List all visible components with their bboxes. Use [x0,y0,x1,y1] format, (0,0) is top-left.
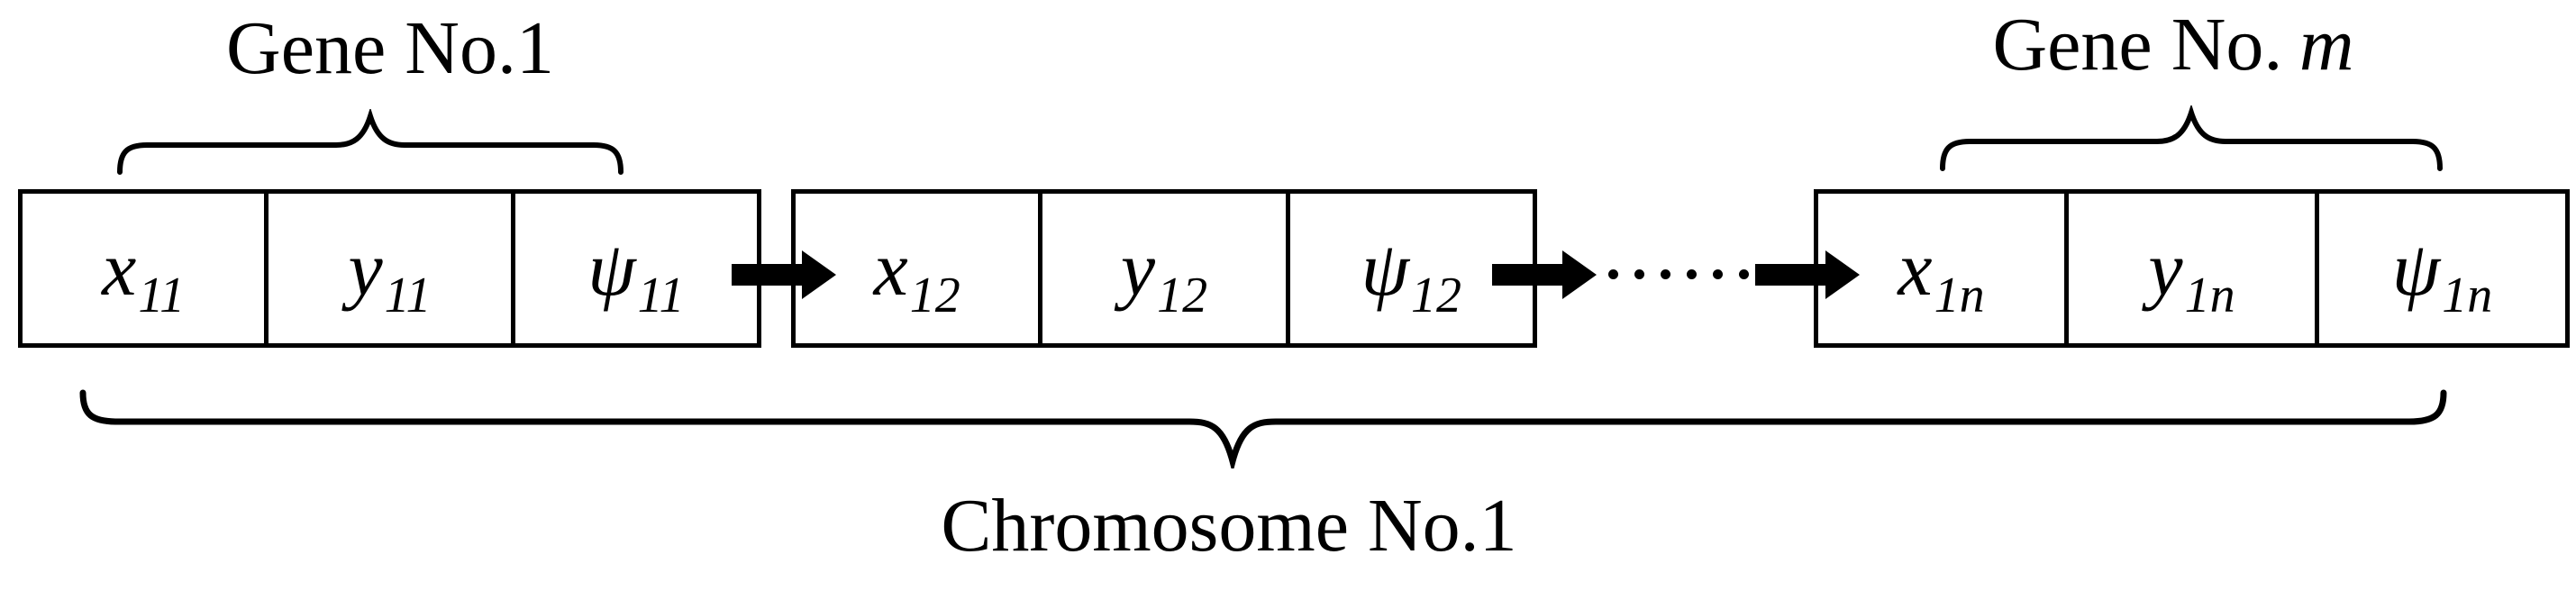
cell-subscript: 1n [2442,268,2493,323]
gene-m-label: Gene No.m [1903,3,2444,86]
cell-variable: x [102,225,137,312]
cell-subscript: 11 [637,268,685,323]
gene-m-label-var: m [2298,3,2354,86]
cell-subscript: 11 [384,268,432,323]
cell-subscript: 12 [1411,268,1462,323]
cell-variable: ψ [587,225,636,312]
flow-arrow-icon [732,249,838,305]
ellipsis-dots [1582,269,1749,279]
cell-variable: x [873,225,908,312]
flow-arrow-icon [1755,249,1861,305]
dot-icon [1608,269,1618,279]
gene-1-label: Gene No.1 [120,6,660,90]
cell-variable: y [2148,225,2183,312]
dot-icon [1634,269,1644,279]
gene-m-overbrace [1939,104,2444,177]
gene-1-label-text: Gene No.1 [226,6,554,90]
cell-variable: ψ [2391,225,2441,312]
cell-subscript: 12 [1157,268,1208,323]
cell-subscript: 1n [2184,268,2235,323]
dot-icon [1687,269,1697,279]
cell-subscript: 11 [138,268,186,323]
cell-variable: ψ [1361,225,1410,312]
chromosome-label: Chromosome No.1 [824,484,1634,568]
gene-1-overbrace [116,107,624,180]
chromosome-underbrace [79,386,2447,474]
dot-icon [1661,269,1670,279]
cell-variable: y [348,225,383,312]
flow-arrow-icon [1492,249,1598,305]
cell-subscript: 1n [1934,268,1985,323]
cell-subscript: 12 [909,268,960,323]
dot-icon [1739,269,1749,279]
cell-variable: x [1898,225,1933,312]
chromosome-label-text: Chromosome No.1 [941,484,1517,568]
gene-m-label-text: Gene No. [1992,3,2283,86]
cell-variable: y [1120,225,1156,312]
dot-icon [1713,269,1723,279]
dot-icon [1582,269,1592,279]
